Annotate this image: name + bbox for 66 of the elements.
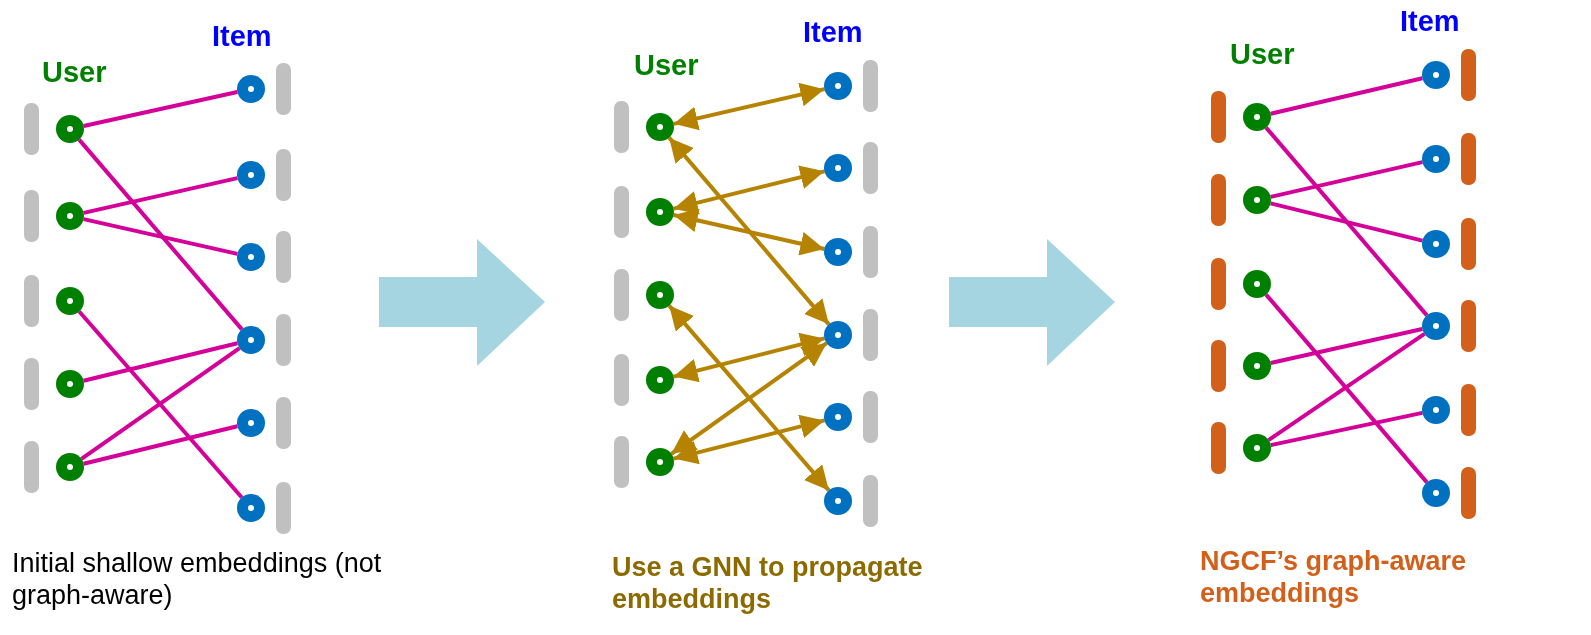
connector <box>77 138 244 331</box>
user-node <box>1243 270 1271 298</box>
item-node <box>824 403 852 431</box>
panel-caption: NGCF’s graph-aware embeddings <box>1200 546 1468 610</box>
user-node <box>1243 352 1271 380</box>
item-node <box>1422 145 1450 173</box>
user-node <box>56 287 84 315</box>
item-node <box>1422 61 1450 89</box>
item-node <box>824 72 852 100</box>
item-node <box>824 321 852 349</box>
item-node <box>237 75 265 103</box>
column-heading: User <box>42 58 107 87</box>
user-node <box>646 448 674 476</box>
column-heading: Item <box>803 18 863 47</box>
item-node <box>1422 230 1450 258</box>
user-node <box>56 202 84 230</box>
connector <box>667 304 831 492</box>
connector <box>83 424 238 466</box>
connector <box>1264 293 1429 484</box>
user-node <box>646 113 674 141</box>
connector <box>1267 332 1426 442</box>
item-node <box>824 238 852 266</box>
connector <box>667 136 831 326</box>
column-heading: User <box>634 51 699 80</box>
connector <box>1270 201 1423 243</box>
connector <box>670 341 828 456</box>
connector <box>1270 327 1423 365</box>
item-node <box>237 409 265 437</box>
user-node <box>646 281 674 309</box>
connector <box>83 90 238 128</box>
connector <box>1270 160 1423 199</box>
connector <box>83 341 238 383</box>
column-heading: User <box>1230 40 1295 69</box>
user-node <box>646 366 674 394</box>
item-node <box>237 494 265 522</box>
item-node <box>1422 312 1450 340</box>
user-node <box>1243 103 1271 131</box>
connector <box>1270 76 1423 116</box>
user-node <box>646 198 674 226</box>
user-node <box>1243 434 1271 462</box>
item-node <box>237 161 265 189</box>
connector <box>673 332 825 383</box>
connector <box>80 346 241 461</box>
item-node <box>824 154 852 182</box>
item-node <box>824 487 852 515</box>
connector <box>83 176 238 215</box>
panel-caption: Initial shallow embeddings (not graph-aware) <box>12 548 383 612</box>
column-heading: Item <box>212 22 272 51</box>
user-node <box>56 115 84 143</box>
item-node <box>237 243 265 271</box>
connector <box>1270 410 1423 448</box>
connector <box>1264 126 1429 317</box>
connector <box>673 208 825 256</box>
panel-caption: Use a GNN to propagate embeddings <box>612 552 924 616</box>
column-heading: Item <box>1400 7 1460 36</box>
user-node <box>56 370 84 398</box>
connector <box>673 165 825 215</box>
connector <box>83 217 238 256</box>
item-node <box>1422 396 1450 424</box>
item-node <box>237 326 265 354</box>
user-node <box>1243 186 1271 214</box>
connector <box>673 82 825 131</box>
item-node <box>1422 479 1450 507</box>
connector <box>77 310 244 499</box>
user-node <box>56 453 84 481</box>
connector <box>673 414 825 465</box>
